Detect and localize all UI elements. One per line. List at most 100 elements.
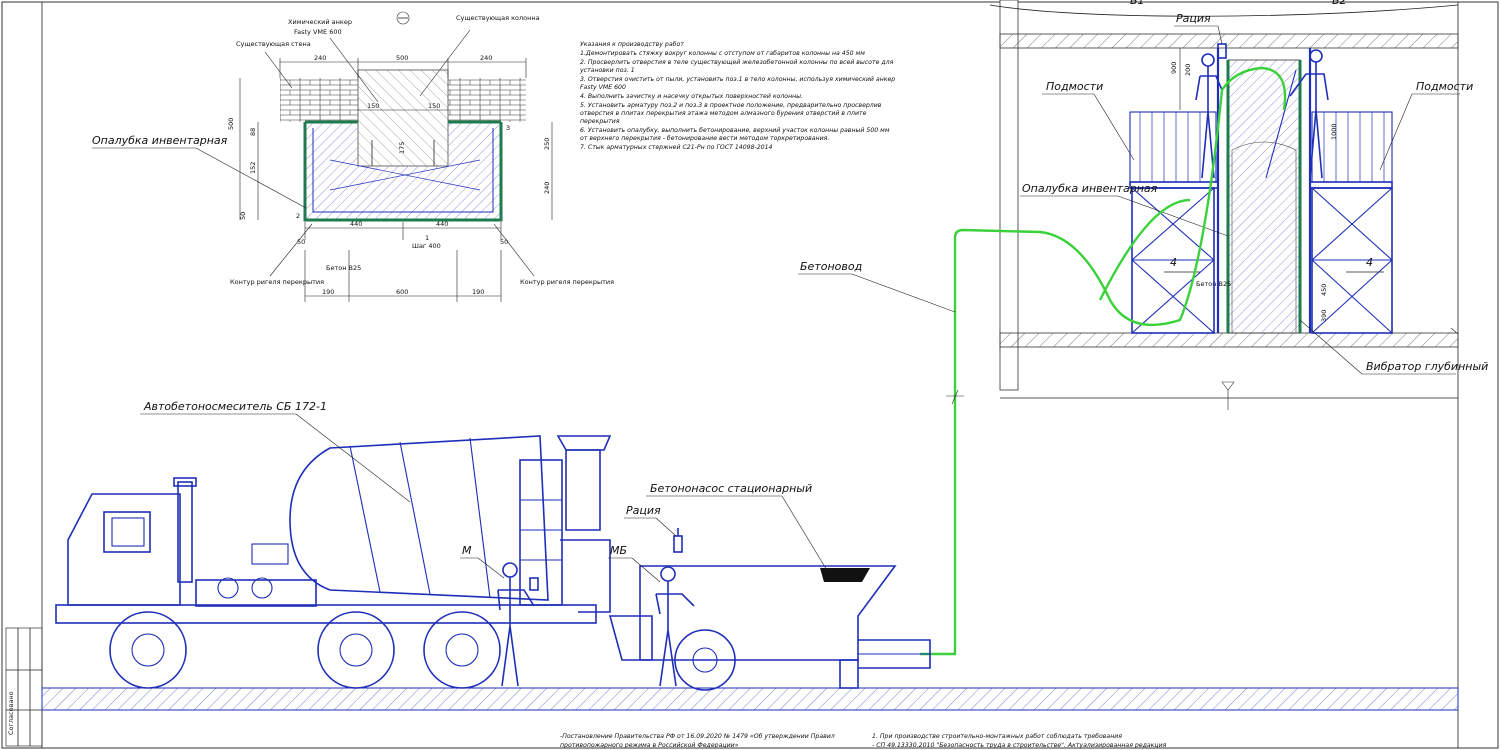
ground [41,687,1459,711]
mark-3: 3 [506,124,510,132]
dim-50a: 50 [297,238,305,246]
concrete-pump: Бетононасос стационарный [608,482,931,691]
concrete-line-label: Бетоновод [800,260,862,273]
truck-chassis [55,604,597,624]
mixer-ladder [519,459,563,606]
anchor-label: Химический анкер [288,18,352,26]
radio-top-label: Рация [1176,12,1211,25]
instruction-line: 5. Установить арматуру поз.2 и поз.3 в п… [580,102,882,109]
instruction-line: 2. Просверлить отверстия в теле существу… [580,58,894,66]
dim-175: 175 [398,142,406,154]
footer-left-line1: -Постановление Правительства РФ от 16.09… [560,732,835,740]
vibrator-label: Вибратор глубинный [1366,360,1488,373]
mixer-hopper [556,435,612,451]
worker-m [497,562,539,687]
worker-b1 [1195,53,1223,179]
dim-left-88: 88 [249,128,257,136]
dim-right-240: 240 [543,182,551,194]
exhaust [177,481,193,583]
footer-right-line2: - СП 49.13330.2010 "Безопасность труда в… [872,742,1167,749]
upper-slab [999,33,1459,49]
footer-right-line1: 1. При производстве строительно-монтажны… [872,732,1122,740]
dim-top-3: 240 [480,54,492,62]
dim-mid-2: 440 [436,220,448,228]
instruction-line: установки поз. 1 [579,67,635,74]
formwork-label: Опалубка инвентарная [92,134,228,147]
truck-wheel-mid [317,611,395,689]
dim-900: 900 [1170,62,1178,74]
concrete-label: Бетон В25 [326,264,361,272]
dim-390: 390 [1320,310,1328,322]
instruction-line: 6. Установить опалубку, выполнить бетони… [580,126,890,134]
instruction-line: 4. Выполнить зачистку и насечку открытых… [580,93,803,100]
step-label: Шаг 400 [412,242,441,250]
pump-wheel [674,629,736,691]
scaffold-right-label: Подмости [1416,80,1473,93]
worker-b1-label: Б1 [1130,0,1145,7]
dim-mid-1: 440 [350,220,362,228]
scaffold-left-label: Подмости [1046,80,1103,93]
instruction-line: отверстия в плитах перекрытия этажа мето… [580,109,867,117]
rebar-outline [312,128,494,213]
worker-mb-label: МБ [610,544,627,557]
dim-200: 200 [1184,64,1192,76]
mixer-drum [289,435,549,601]
contour-right-label: Контур ригеля перекрытия [520,278,614,286]
footer-left-line2: противопожарного режима в Российской Фед… [560,742,739,749]
pump-label: Бетононасос стационарный [650,482,812,495]
existing-column-label: Существующая колонна [456,14,540,22]
dim-bottom-3: 190 [472,288,484,296]
formwork-outline [303,122,503,222]
concrete-jacket [305,122,501,220]
section-mark-right: 4 [1366,256,1373,269]
building-wall-left [999,0,1019,391]
worker-mb [655,566,695,687]
dim-top-1: 240 [314,54,326,62]
radio-pump-icon [673,535,683,553]
section-mark-left: 4 [1170,256,1177,269]
instruction-line: 3. Отверстия очистить от пыли, установит… [580,76,895,83]
section-circle [396,11,410,25]
instructions-title: Указания к производству работ [580,40,684,48]
dim-bottom-2: 600 [396,288,408,296]
dim-1000: 1000 [1330,123,1338,140]
instruction-line: 1.Демонтировать стяжку вокруг колонны с … [580,49,865,57]
vibrator-hose [1098,198,1191,301]
formwork-right-label: Опалубка инвентарная [1022,182,1158,195]
mark-2: 2 [296,212,300,220]
brick-wall-right [448,78,526,122]
instruction-line: перекрытия [580,118,620,125]
pump-body [639,565,897,661]
anchor-model: Fasty VME 600 [294,28,342,36]
instruction-line: Fasty VME 600 [580,83,626,91]
contour-left-label: Контур ригеля перекрытия [230,278,324,286]
worker-b2-label: Б2 [1332,0,1347,7]
mixer-truck-label: Автобетоносмеситель СБ 172-1 [143,400,327,413]
dim-inner-1: 150 [367,102,379,110]
side-stamp: Согласовано [5,627,43,747]
dim-450: 450 [1320,284,1328,296]
dim-right-250: 250 [543,138,551,150]
truck-wheel-rear [423,611,501,689]
dim-left-152: 152 [249,162,257,174]
stamp-side-text: Согласовано [7,691,15,735]
pump-hopper-opening [820,568,870,582]
concrete-hose-line [920,66,1287,656]
existing-wall-label: Существующая стена [236,40,311,48]
radio-pump-label: Рация [626,504,661,517]
mixer-truck: Автобетоносмеситель СБ 172-1 [55,400,612,689]
dim-bottom-1: 190 [322,288,334,296]
instruction-line: от верхнего перекрытия - бетонирование в… [580,134,829,142]
column-elevation [1227,59,1301,334]
existing-column [357,69,449,167]
dim-left-500: 500 [227,118,235,130]
lower-slab [999,332,1459,348]
instruction-line: 7. Стык арматурных стержней С21-Рн по ГО… [580,144,773,151]
dim-top-2: 500 [396,54,408,62]
dim-50b: 50 [500,238,508,246]
column-section-drawing: 240 500 240 150 150 175 440 440 50 50 1 … [92,11,614,302]
brick-wall-left [280,78,358,122]
instructions-block: Указания к производству работ 1.Демонтир… [579,40,895,151]
